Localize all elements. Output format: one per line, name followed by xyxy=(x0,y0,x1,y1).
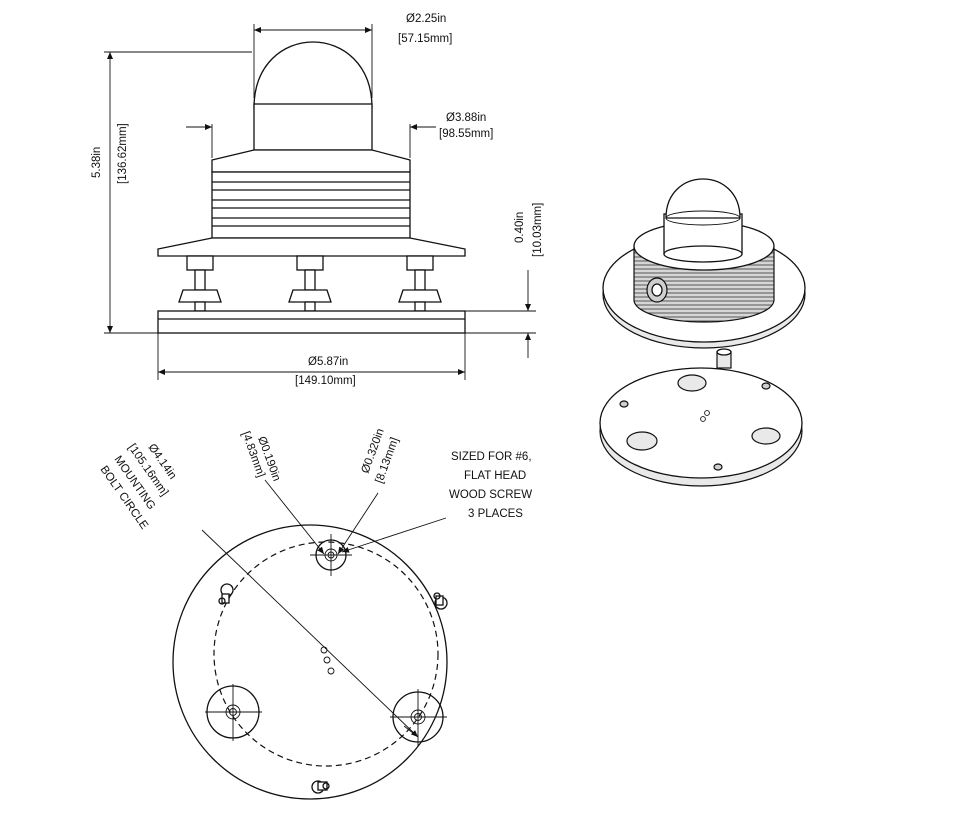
dome-diameter-mm: [57.15mm] xyxy=(398,33,452,45)
ribbed-body xyxy=(211,171,411,239)
screw-note-line2: FLAT HEAD xyxy=(464,470,526,482)
thickness-mm: [10.03mm] xyxy=(532,203,544,257)
height-mm: [136.62mm] xyxy=(117,123,129,184)
mount-hole-top xyxy=(310,534,352,576)
collar-diameter-in: Ø3.88in xyxy=(446,112,486,124)
standoff-left xyxy=(178,255,222,312)
dome xyxy=(253,41,373,109)
plan-base-outline xyxy=(172,524,448,800)
keyhole-slot-right xyxy=(433,592,448,610)
collar-diameter-mm: [98.55mm] xyxy=(439,128,493,140)
isometric-view xyxy=(599,178,806,487)
screw-note-line3: WOOD SCREW xyxy=(449,489,532,501)
iso-mounting-plate xyxy=(599,367,803,479)
flange xyxy=(157,237,466,257)
thickness-in: 0.40in xyxy=(514,212,526,243)
collar-top xyxy=(211,149,411,173)
standoff-center xyxy=(288,255,332,312)
screw-note-line1: SIZED FOR #6, xyxy=(451,451,532,463)
base-diameter-in: Ø5.87in xyxy=(308,356,348,368)
base-diameter-mm: [149.10mm] xyxy=(295,375,356,387)
screw-note-line4: 3 PLACES xyxy=(468,508,523,520)
keyhole-slot-bottom xyxy=(311,780,330,794)
plan-view xyxy=(172,479,448,800)
standoff-right xyxy=(398,255,442,312)
mount-hole-left xyxy=(205,684,262,741)
iso-dome xyxy=(665,178,741,219)
side-elevation-view xyxy=(104,24,536,380)
dome-diameter-in: Ø2.25in xyxy=(406,13,446,25)
height-in: 5.38in xyxy=(91,147,103,178)
keyhole-slot-left xyxy=(218,583,234,605)
bolt-circle xyxy=(213,541,439,767)
base-plate xyxy=(157,310,466,334)
mount-hole-right xyxy=(390,689,447,746)
dome-neck xyxy=(253,103,373,151)
